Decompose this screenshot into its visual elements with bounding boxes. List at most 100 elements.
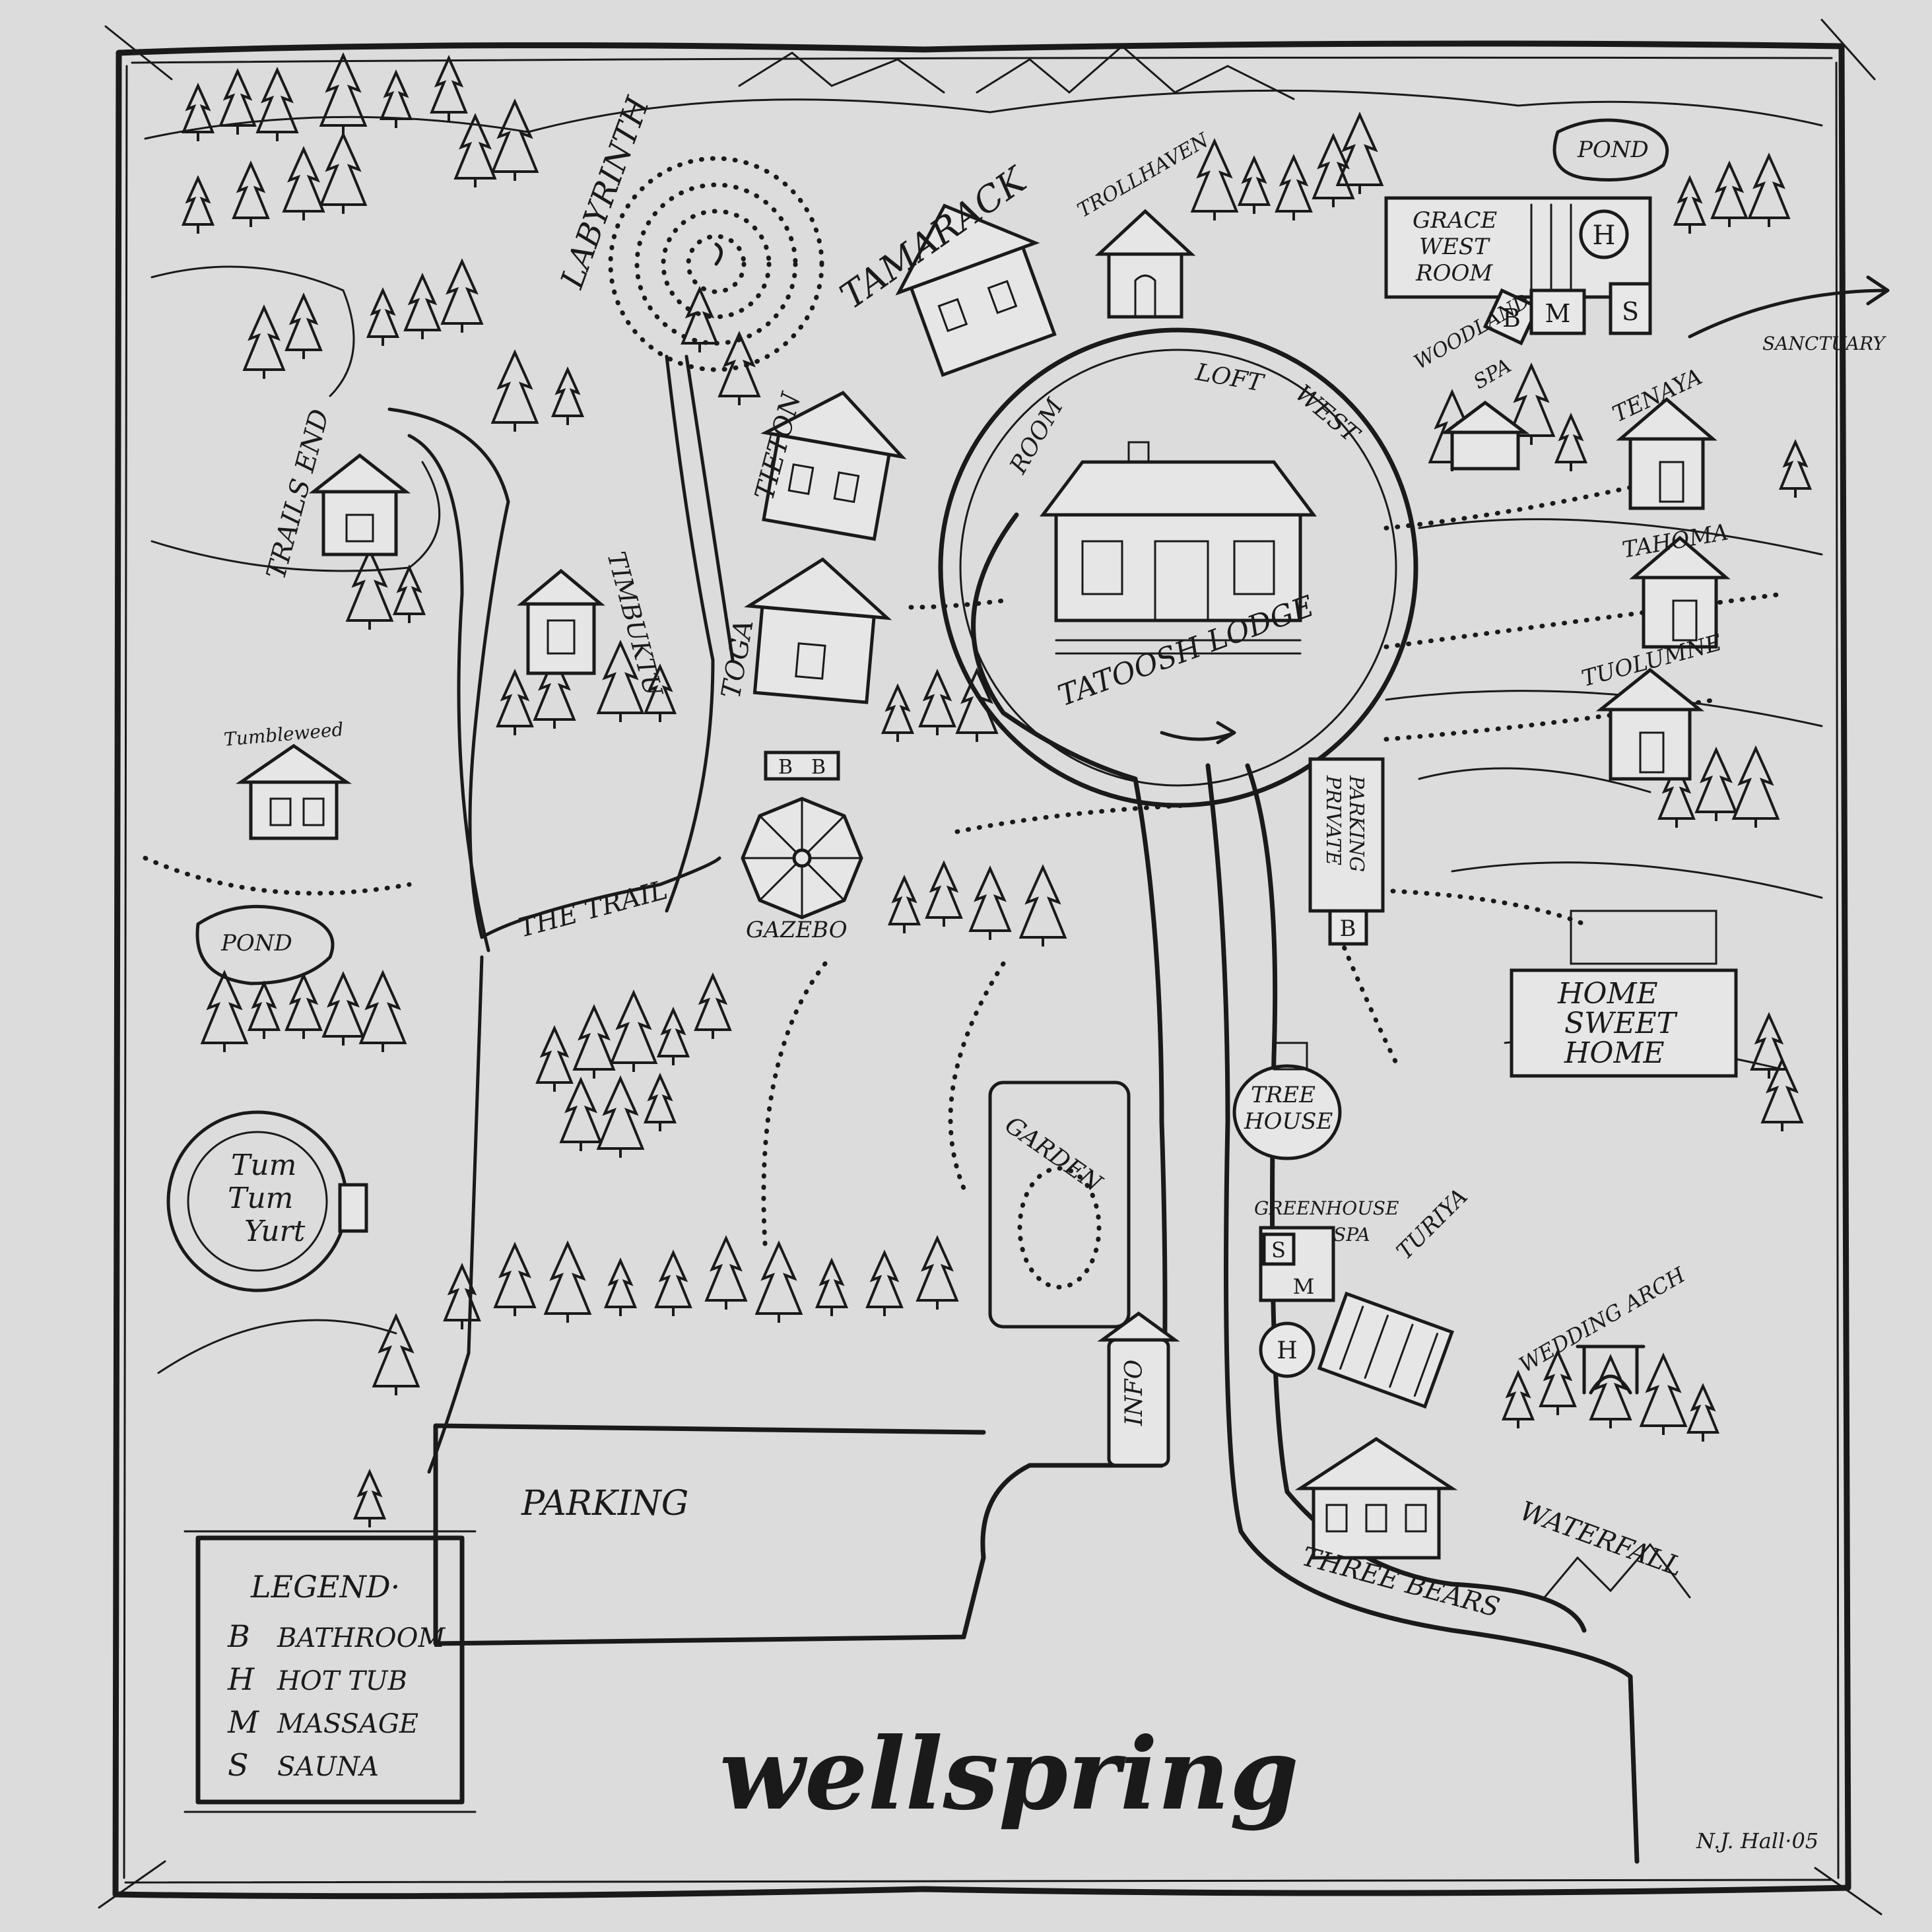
tree-icon xyxy=(358,970,407,1052)
tree-icon xyxy=(1673,175,1707,234)
label-home-2: HOME xyxy=(1564,1036,1665,1070)
tree-icon xyxy=(1501,1370,1535,1428)
legend-key-s: S xyxy=(228,1747,249,1783)
legend-label-bathroom: BATHROOM xyxy=(277,1623,446,1653)
bathroom-icon: B xyxy=(1502,304,1521,333)
timbuktu-cabin xyxy=(517,568,605,675)
tree-icon xyxy=(218,68,257,135)
tree-icon xyxy=(1190,138,1239,220)
tree-icon xyxy=(493,1242,537,1316)
tamarack-cabin xyxy=(895,203,1057,378)
greenhouse-sauna-icon: S xyxy=(1271,1238,1286,1263)
label-parking-private: PARKING xyxy=(1345,775,1368,872)
mountains xyxy=(738,45,1691,1599)
label-greenhouse: GREENHOUSE xyxy=(1254,1197,1399,1219)
tree-icon xyxy=(918,669,956,735)
tree-icon xyxy=(609,989,658,1072)
tree-icon xyxy=(1710,160,1749,227)
tree-icon xyxy=(440,258,484,333)
tree-icon xyxy=(916,1235,959,1310)
tree-icon xyxy=(379,69,413,128)
label-parking: PARKING xyxy=(521,1484,688,1523)
garden xyxy=(988,1081,1131,1329)
tree-icon xyxy=(968,865,1012,940)
hot-tub-icon: H xyxy=(1593,220,1616,251)
tree-icon xyxy=(533,654,576,729)
tree-icon xyxy=(572,1004,616,1079)
tree-icon xyxy=(550,366,585,425)
tree-icon xyxy=(596,640,645,722)
private-parking-bathroom-icon: B xyxy=(1340,916,1356,942)
tree-icon xyxy=(403,273,442,339)
turiya-building xyxy=(1317,1291,1454,1409)
tree-icon xyxy=(1507,362,1556,445)
tree-icon xyxy=(1237,155,1271,214)
label-pond-top: POND xyxy=(1577,137,1649,163)
tree-icon xyxy=(1747,152,1791,227)
tahoma-cabin xyxy=(1629,535,1731,649)
tumbleweed-cabin xyxy=(235,743,352,840)
sanctuary-arrow xyxy=(1688,275,1890,339)
tieton-cabin xyxy=(760,390,907,541)
gazebo: B B xyxy=(741,750,863,919)
tree-icon xyxy=(955,667,999,742)
tree-icon xyxy=(881,683,915,742)
three-bears-cabin xyxy=(1294,1437,1458,1560)
tree-icon xyxy=(352,1469,387,1527)
tree-icon xyxy=(1778,439,1813,498)
tree-icon xyxy=(1731,745,1780,828)
label-tree: TREE xyxy=(1251,1082,1316,1108)
main-road xyxy=(433,327,1640,1864)
tree-icon xyxy=(255,67,299,141)
label-sweet: SWEET xyxy=(1564,1007,1679,1040)
tree-icon xyxy=(535,1025,574,1092)
trails-end-cabin xyxy=(308,453,411,556)
label-yurt: Yurt xyxy=(244,1215,306,1248)
map-title: wellspring xyxy=(719,1716,1299,1832)
tum-tum-yurt xyxy=(166,1110,368,1292)
tree-icon xyxy=(1639,1352,1688,1435)
tree-icon xyxy=(865,1249,904,1316)
legend-label-sauna: SAUNA xyxy=(277,1752,379,1782)
tree-icon xyxy=(559,1077,603,1151)
legend-key-m: M xyxy=(227,1704,260,1740)
label-west: WEST xyxy=(1419,234,1490,260)
tree-icon xyxy=(1275,154,1313,220)
tree-icon xyxy=(694,972,732,1039)
legend-key-b: B xyxy=(227,1618,250,1654)
trollhaven-cabin xyxy=(1094,209,1196,319)
legend: LEGEND· B BATHROOM H HOT TUB M MASSAGE S… xyxy=(183,1530,477,1813)
tree-icon xyxy=(181,83,215,141)
tree-icon xyxy=(1760,1057,1804,1131)
tree-icon xyxy=(1750,1012,1788,1079)
tree-icon xyxy=(925,860,963,927)
label-yurt-tum-2: Tum xyxy=(228,1182,293,1215)
tree-icon xyxy=(1018,864,1067,947)
tree-icon xyxy=(247,980,281,1039)
tree-icon xyxy=(643,663,677,722)
tree-icon xyxy=(1686,1383,1720,1442)
tree-icon xyxy=(232,160,270,227)
label-yurt-tum-1: Tum xyxy=(231,1149,296,1182)
info-kiosk xyxy=(1097,1311,1180,1467)
tree-icon xyxy=(453,113,497,187)
grace-west-room: H B M S xyxy=(1384,196,1652,346)
tree-icon xyxy=(496,669,534,735)
artist-signature: N.J. Hall·05 xyxy=(1696,1828,1818,1853)
greenhouse-spa: S M H xyxy=(1259,1226,1335,1378)
toga-cabin xyxy=(744,557,892,704)
wedding-arch xyxy=(1576,1345,1646,1395)
tree-icon xyxy=(1589,1354,1632,1428)
lodge-arrow xyxy=(1160,721,1236,745)
tree-icon xyxy=(345,547,394,630)
label-pond-left: POND xyxy=(220,930,292,956)
tree-icon xyxy=(1335,112,1384,194)
tree-icon xyxy=(596,1075,645,1158)
tree-icon xyxy=(321,971,365,1046)
tree-icon xyxy=(1539,1349,1577,1415)
sauna-icon: S xyxy=(1622,297,1639,326)
buildings: H B M S xyxy=(166,118,1890,1560)
tree-house xyxy=(1232,1042,1342,1160)
tree-icon xyxy=(319,131,368,214)
